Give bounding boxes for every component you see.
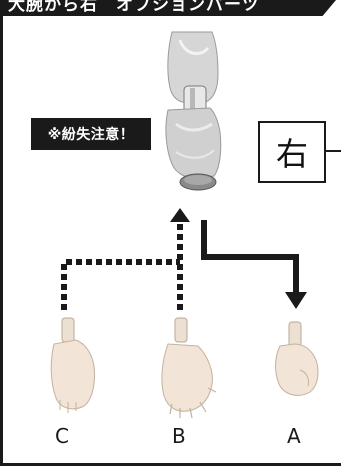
dashed-arrow-to-wrist bbox=[61, 208, 190, 310]
frame-left-border bbox=[0, 0, 3, 466]
frame-bottom-border bbox=[0, 463, 341, 466]
hand-label-b: B bbox=[172, 424, 186, 448]
side-indicator-tick bbox=[326, 150, 341, 152]
lost-parts-warning: ※紛失注意！ bbox=[31, 118, 151, 150]
hand-part-b bbox=[161, 317, 217, 419]
hand-part-a bbox=[275, 321, 319, 396]
hand-label-a: A bbox=[287, 424, 301, 448]
hand-label-c: C bbox=[55, 424, 69, 448]
side-indicator-label: 右 bbox=[275, 135, 308, 173]
arm-figure bbox=[165, 31, 222, 191]
solid-arrow-to-a bbox=[201, 220, 307, 309]
side-indicator-box: 右 bbox=[258, 121, 326, 183]
header-banner: 大腕から右 オプションパーツ bbox=[0, 0, 336, 16]
header-title: 大腕から右 オプションパーツ bbox=[8, 0, 260, 15]
hand-part-c bbox=[50, 317, 95, 413]
